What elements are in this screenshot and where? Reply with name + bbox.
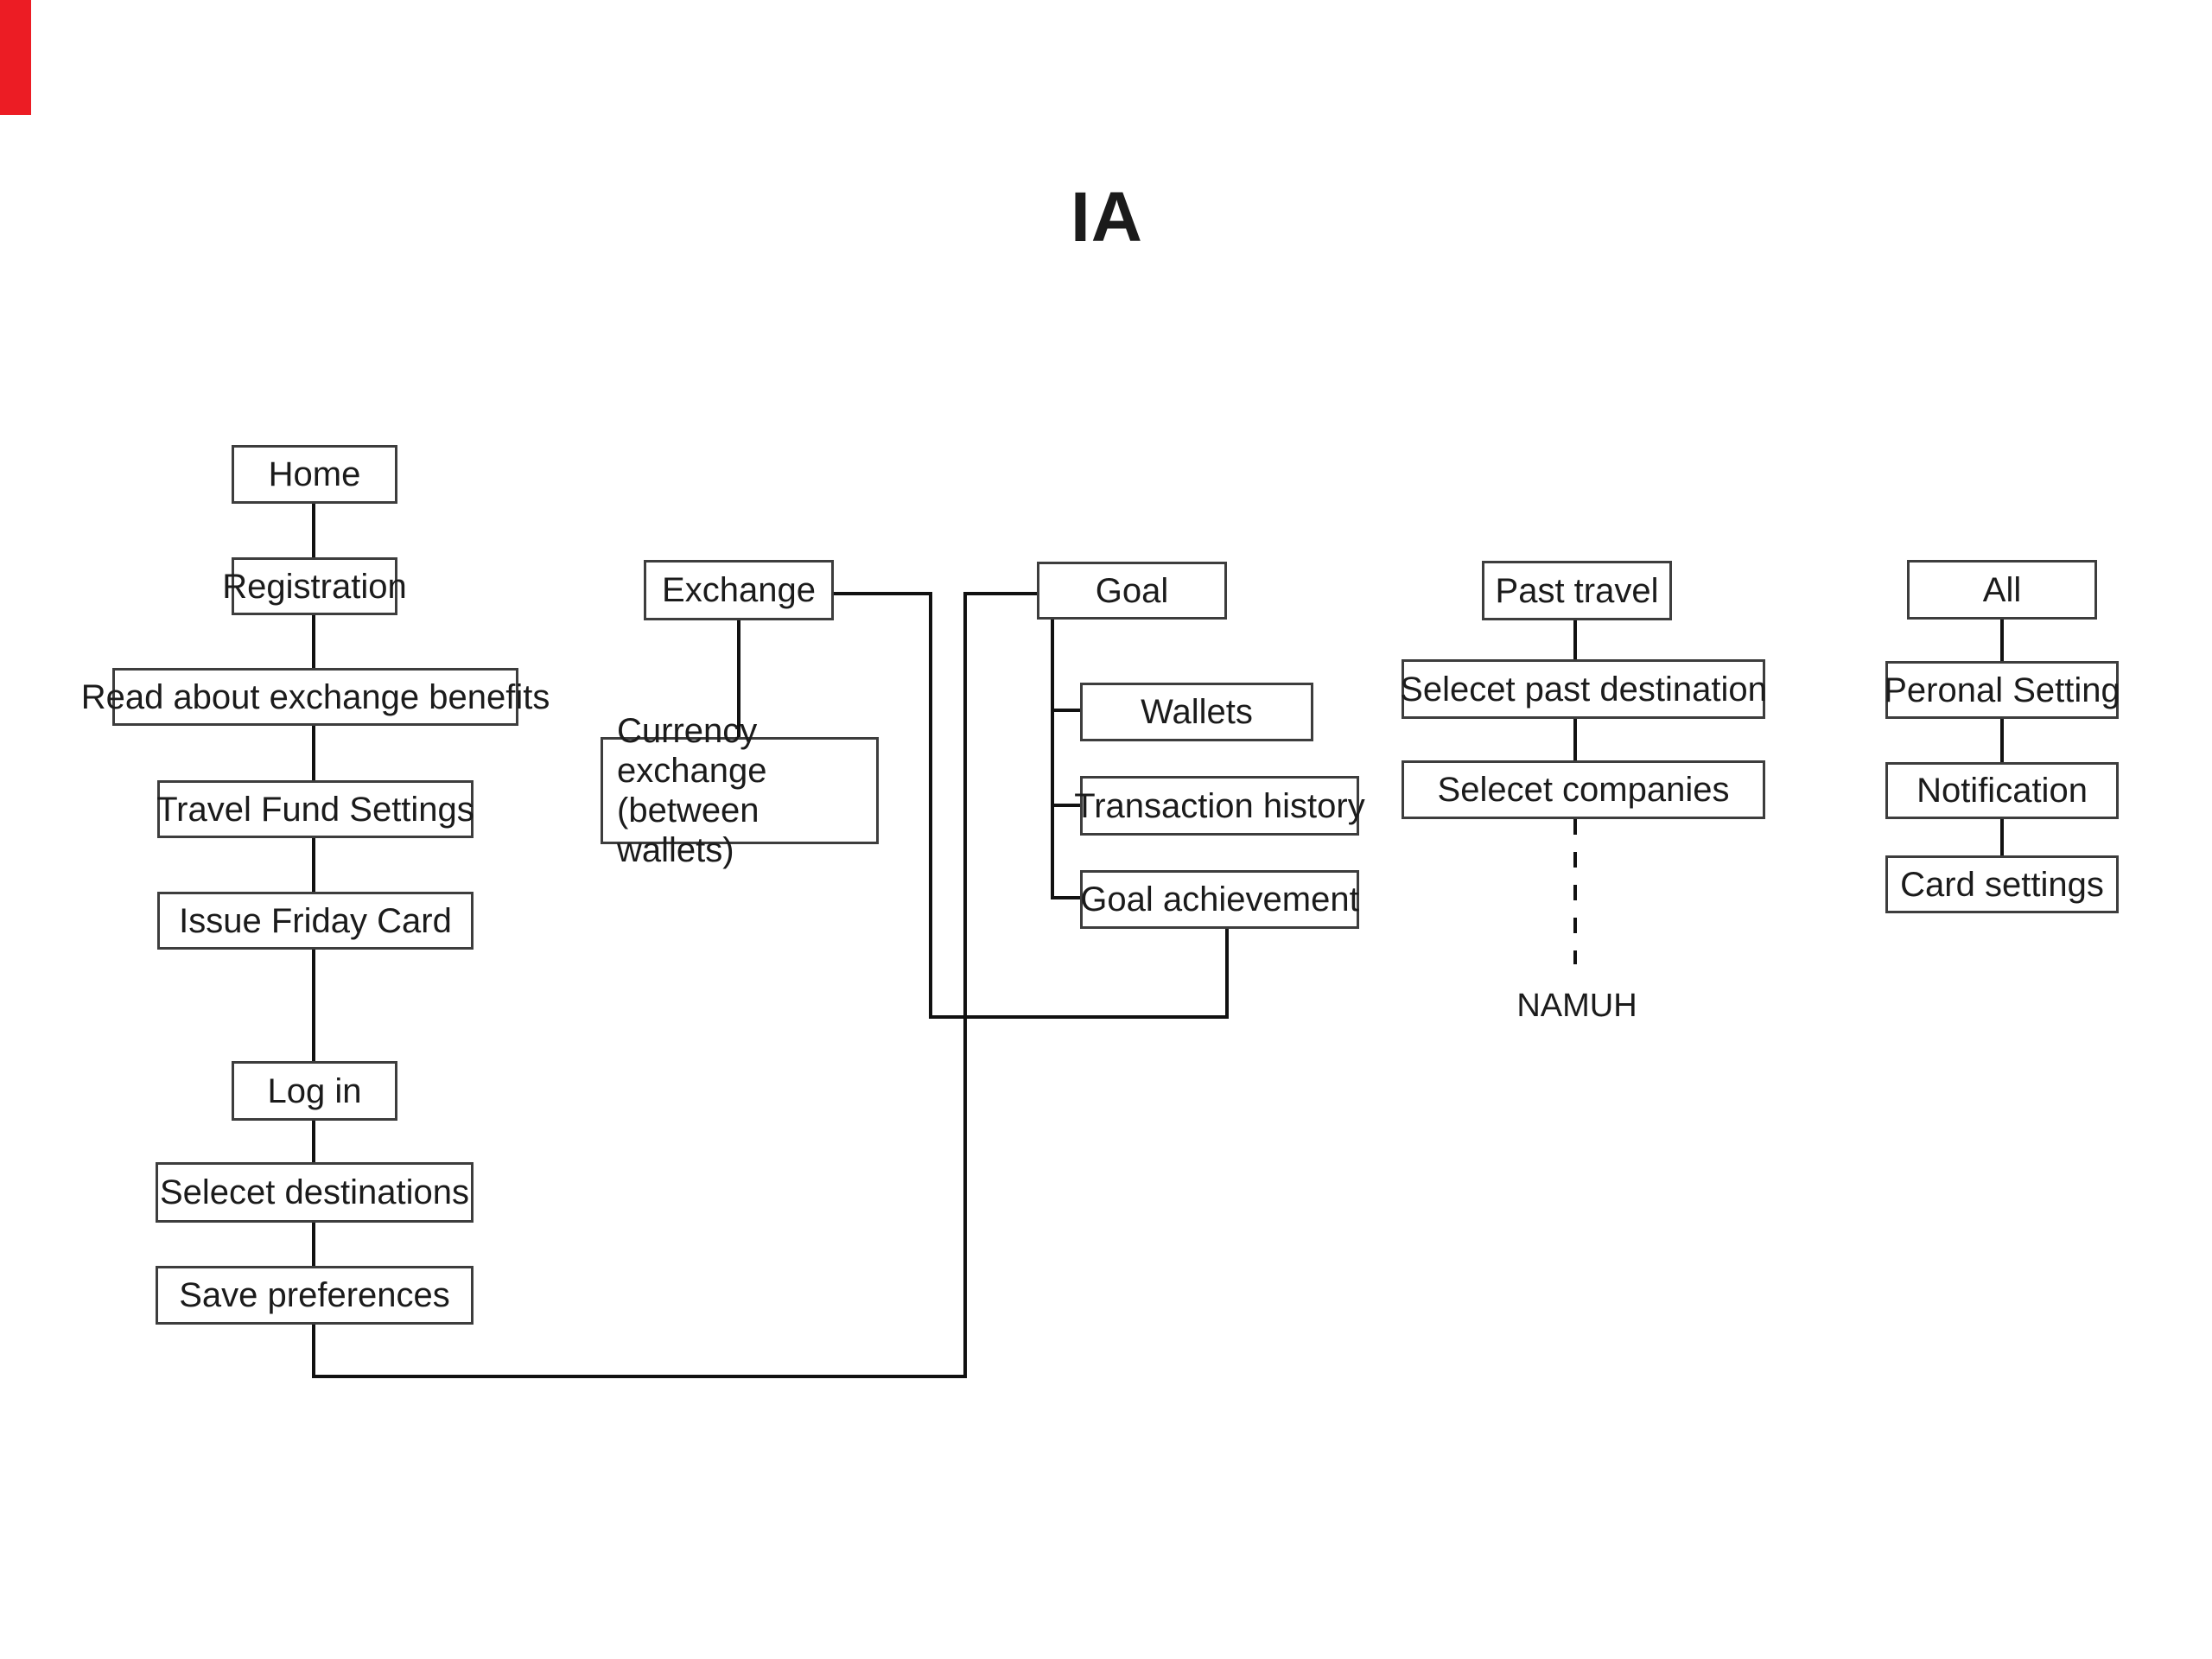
connector-goal-bracket [1051,620,1054,899]
connector-stub-goal-left [963,592,1037,595]
currency-exchange-line1: Currency exchange [617,712,767,790]
node-wallets: Wallets [1080,683,1313,741]
connector-selectpast-selectcompanies [1573,719,1577,760]
connector-all-personal [2000,620,2004,661]
connector-exchange-right-stub [834,592,932,595]
connector-stub-transaction-history [1051,804,1080,807]
node-issue-friday-card: Issue Friday Card [157,892,474,950]
node-currency-exchange: Currency exchange (between wallets) [601,712,879,869]
connector-exchange-currency [737,620,741,737]
node-all: All [1907,560,2097,620]
connector-stub-goal-achievement [1051,896,1080,899]
connector-dashed-namuh [1573,819,1577,964]
node-exchange: Exchange [644,560,834,620]
node-log-in: Log in [232,1061,397,1121]
node-read-benefits: Read about exchange benefits [81,668,550,726]
connector-up-to-goal [963,592,967,1378]
red-marker-bar [0,0,31,115]
connector-registration-read [312,615,315,668]
connector-issuecard-login [312,950,315,1061]
connector-pasttravel-selectpast [1573,620,1577,659]
currency-exchange-line2: (between wallets) [617,791,760,869]
connector-selectdest-savepref [312,1223,315,1266]
connector-travelfund-issuecard [312,838,315,892]
page-title: IA [1071,178,1143,257]
connector-goalachievement-down [1225,929,1229,1019]
connector-stub-wallets [1051,709,1080,712]
connector-home-registration [312,504,315,557]
namuh-label: NAMUH [1516,987,1637,1024]
connector-exchange-down [929,592,932,1019]
node-save-preferences: Save preferences [156,1266,474,1325]
node-select-companies: Selecet companies [1402,760,1765,819]
node-registration: Registration [222,557,407,615]
node-notification: Notification [1885,762,2119,819]
node-home: Home [232,445,397,504]
node-select-past-destination: Selecet past destination [1400,659,1767,719]
node-select-destinations: Selecet destinations [156,1162,474,1223]
connector-savepref-down [312,1325,315,1378]
node-personal-setting: Peronal Setting [1884,661,2120,719]
connector-personal-notification [2000,719,2004,762]
node-goal: Goal [1037,562,1227,620]
node-past-travel: Past travel [1482,561,1672,620]
connector-notification-cardsettings [2000,819,2004,855]
node-goal-achievement: Goal achievement [1080,870,1359,929]
connector-read-travelfund [312,726,315,780]
node-card-settings: Card settings [1885,855,2119,913]
connector-login-selectdest [312,1121,315,1162]
connector-exchange-goalachievement-horizontal [929,1015,1229,1019]
node-travel-fund-settings: Travel Fund Settings [156,780,474,838]
node-transaction-history: Transaction history [1074,776,1365,836]
connector-bottom-horizontal [312,1375,967,1378]
